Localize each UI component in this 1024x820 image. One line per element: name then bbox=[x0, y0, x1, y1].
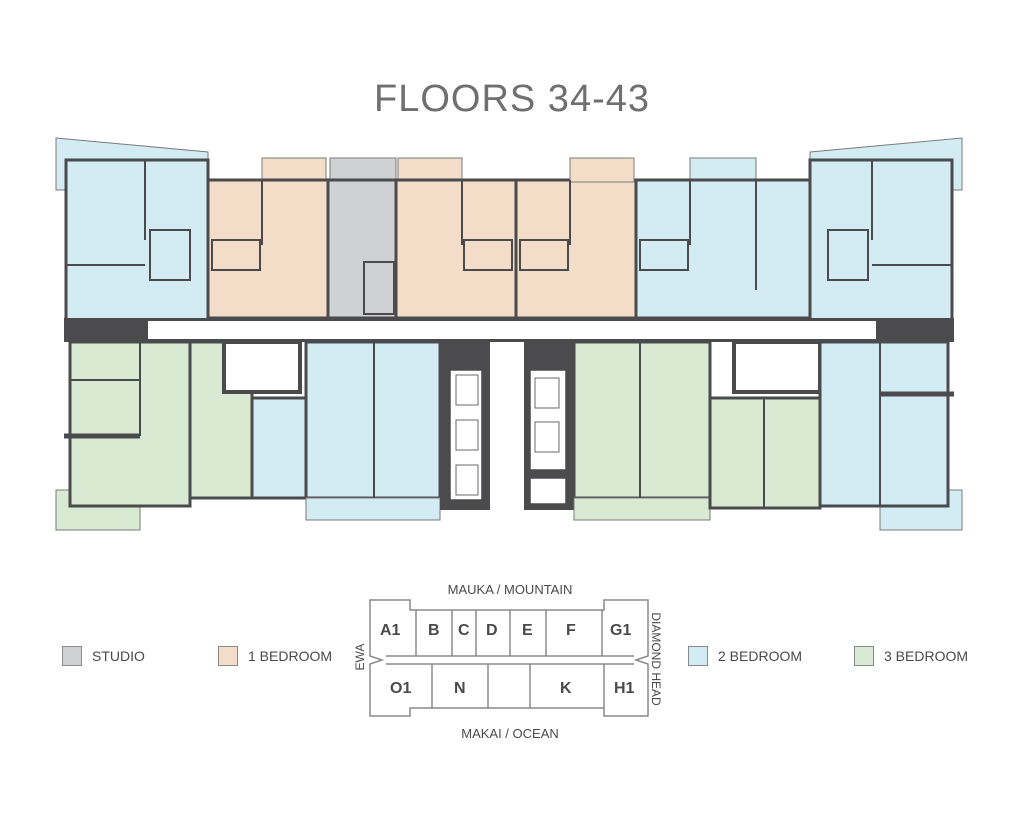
key-unit-b: B bbox=[428, 622, 440, 639]
unit-c[interactable] bbox=[326, 157, 398, 320]
legend-label-1-bedroom: 1 BEDROOM bbox=[248, 648, 333, 664]
unit-b[interactable] bbox=[206, 157, 330, 320]
unit-g1[interactable] bbox=[808, 137, 963, 324]
key-unit-c: C bbox=[458, 622, 470, 639]
key-unit-e: E bbox=[522, 622, 533, 639]
key-plan bbox=[369, 599, 649, 717]
unit-h1[interactable] bbox=[818, 340, 963, 531]
legend-swatch-3-bedroom bbox=[854, 646, 874, 666]
legend-studio: STUDIO bbox=[62, 646, 145, 666]
legend-label-2-bedroom: 2 BEDROOM bbox=[718, 648, 803, 664]
key-unit-f: F bbox=[566, 622, 576, 639]
unit-e[interactable] bbox=[514, 157, 638, 320]
unit-d[interactable] bbox=[394, 157, 518, 320]
unit-j[interactable] bbox=[708, 340, 822, 510]
key-unit-d: D bbox=[486, 622, 498, 639]
unit-a1[interactable] bbox=[55, 137, 210, 324]
legend-label-studio: STUDIO bbox=[92, 648, 145, 664]
legend-swatch-1-bedroom bbox=[218, 646, 238, 666]
floor-plan-title: FLOORS 34-43 bbox=[374, 78, 650, 120]
unit-k[interactable] bbox=[572, 340, 712, 521]
legend-3-bedroom: 3 BEDROOM bbox=[854, 646, 968, 666]
key-unit-g1: G1 bbox=[610, 622, 632, 639]
unit-m[interactable] bbox=[304, 340, 442, 521]
unit-n[interactable] bbox=[188, 340, 308, 500]
unit-f[interactable] bbox=[634, 157, 812, 320]
key-unit-a1: A1 bbox=[380, 622, 401, 639]
elevator-core bbox=[440, 342, 574, 510]
key-plan-bottom-label: MAKAI / OCEAN bbox=[461, 726, 559, 741]
key-plan-top-label: MAUKA / MOUNTAIN bbox=[447, 582, 573, 597]
key-unit-o1: O1 bbox=[390, 680, 412, 697]
key-plan-left-label: EWA bbox=[353, 643, 367, 671]
unit-o1[interactable] bbox=[55, 340, 192, 531]
legend-swatch-2-bedroom bbox=[688, 646, 708, 666]
key-unit-n: N bbox=[454, 680, 466, 697]
legend-1-bedroom: 1 BEDROOM bbox=[218, 646, 332, 666]
legend-label-3-bedroom: 3 BEDROOM bbox=[884, 648, 969, 664]
key-unit-h1: H1 bbox=[614, 680, 635, 697]
legend-2-bedroom: 2 BEDROOM bbox=[688, 646, 802, 666]
key-unit-k: K bbox=[560, 680, 572, 697]
legend-swatch-studio bbox=[62, 646, 82, 666]
key-plan-right-label: DIAMOND HEAD bbox=[649, 612, 663, 706]
